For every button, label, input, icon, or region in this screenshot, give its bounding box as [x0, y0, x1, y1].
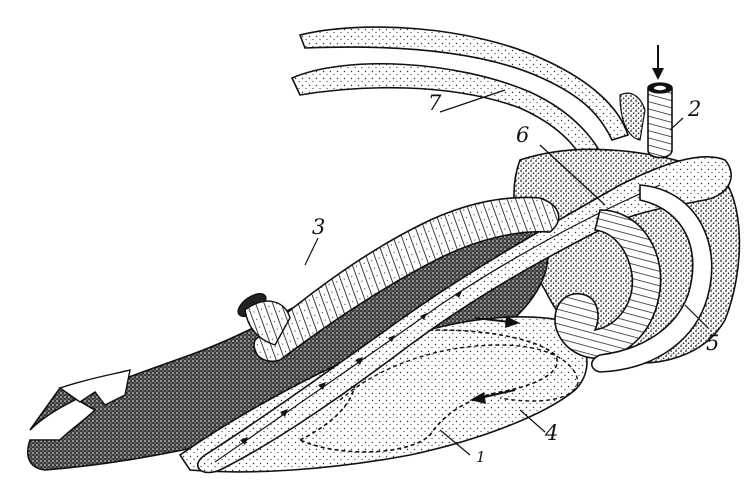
label-1: 1	[476, 448, 486, 466]
label-5: 5	[706, 331, 719, 355]
label-7: 7	[428, 91, 442, 115]
label-4: 4	[544, 421, 558, 445]
vessel-top	[620, 83, 672, 158]
label-3: 3	[312, 215, 325, 239]
label-6: 6	[516, 123, 529, 147]
label-2: 2	[687, 97, 701, 121]
arrow-down-icon	[652, 45, 664, 80]
